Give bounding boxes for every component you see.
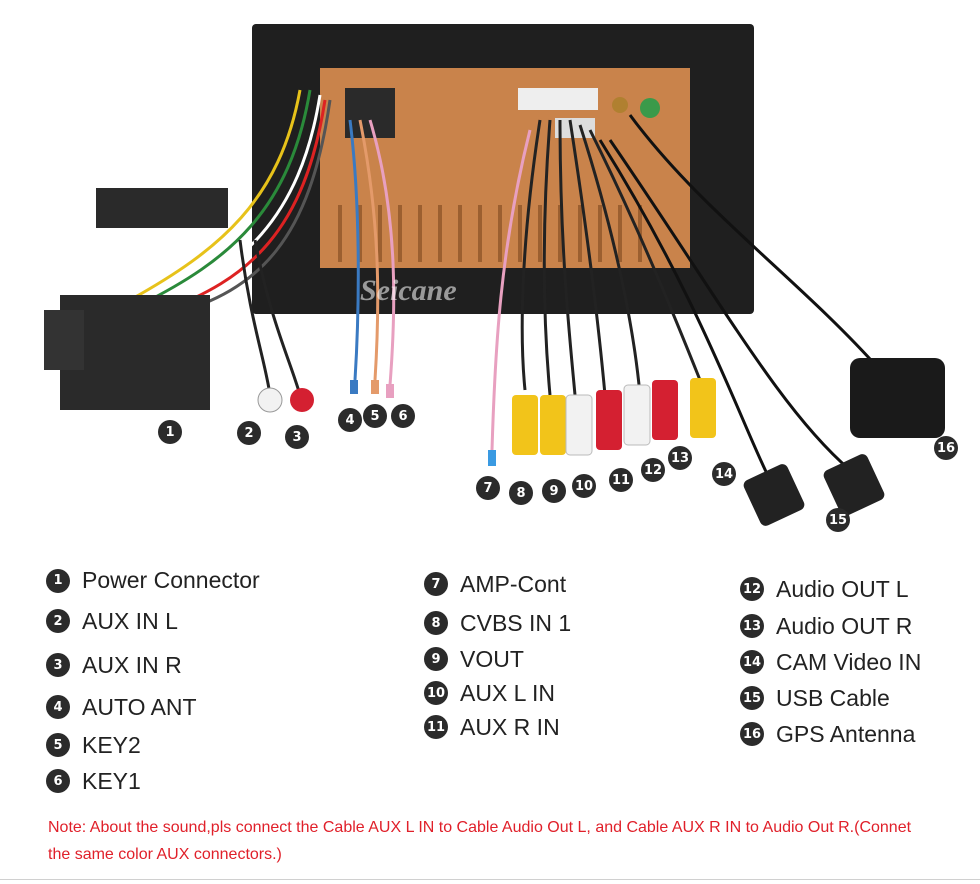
aux-in-l-plug bbox=[257, 387, 283, 413]
legend-item: 12 Audio OUT L bbox=[740, 570, 921, 608]
legend-label: Audio OUT L bbox=[776, 575, 909, 602]
auto-ant-plug bbox=[350, 380, 358, 394]
legend-item: 9 VOUT bbox=[424, 642, 571, 676]
legend-number: 3 bbox=[46, 653, 70, 677]
legend-number: 13 bbox=[740, 614, 764, 638]
legend-label: Power Connector bbox=[82, 567, 260, 593]
legend-label: AUTO ANT bbox=[82, 693, 197, 720]
legend-column-3: 12 Audio OUT L 13 Audio OUT R 14 CAM Vid… bbox=[740, 570, 921, 752]
legend-label: AUX R IN bbox=[460, 713, 560, 740]
power-connector-plug bbox=[44, 310, 84, 370]
key1-plug bbox=[386, 384, 394, 398]
marker-10: 10 bbox=[572, 474, 596, 498]
key2-plug bbox=[371, 380, 379, 394]
legend-number: 6 bbox=[46, 769, 70, 793]
legend-item: 5 KEY2 bbox=[46, 727, 260, 763]
legend-label: CAM Video IN bbox=[776, 648, 922, 675]
gps-port bbox=[612, 97, 628, 113]
legend-number: 11 bbox=[424, 715, 448, 739]
marker-1: 1 bbox=[158, 420, 182, 444]
aux-r-in-plug bbox=[596, 390, 622, 450]
bottom-divider bbox=[0, 879, 980, 880]
legend-number: 15 bbox=[740, 686, 764, 710]
marker-14: 14 bbox=[712, 462, 736, 486]
cam-video-in-plug bbox=[690, 378, 716, 438]
cvbs-in-plug bbox=[512, 395, 538, 455]
marker-6: 6 bbox=[391, 404, 415, 428]
legend-item: 4 AUTO ANT bbox=[46, 687, 260, 727]
legend-item: 3 AUX IN R bbox=[46, 643, 260, 687]
marker-15: 15 bbox=[826, 508, 850, 532]
legend-label: AUX IN R bbox=[82, 651, 182, 678]
marker-13: 13 bbox=[668, 446, 692, 470]
legend-label: AMP-Cont bbox=[460, 570, 567, 597]
marker-5: 5 bbox=[363, 404, 387, 428]
legend-column-1: 1 Power Connector 2 AUX IN L 3 AUX IN R … bbox=[46, 562, 260, 799]
legend-number: 5 bbox=[46, 733, 70, 757]
wiring-diagram: Seicane bbox=[44, 24, 945, 526]
legend-label: GPS Antenna bbox=[776, 720, 916, 747]
aux-l-in-plug bbox=[565, 394, 593, 456]
legend-item: 15 USB Cable bbox=[740, 680, 921, 716]
vout-plug bbox=[540, 395, 566, 455]
chassis-vents bbox=[338, 205, 642, 262]
legend-number: 9 bbox=[424, 647, 448, 671]
chassis-socket bbox=[518, 88, 598, 110]
legend-number: 10 bbox=[424, 681, 448, 705]
chassis-socket bbox=[555, 118, 595, 138]
legend-number: 8 bbox=[424, 611, 448, 635]
usb-plug bbox=[823, 454, 885, 516]
legend-item: 6 KEY1 bbox=[46, 763, 260, 799]
gps-antenna bbox=[850, 358, 945, 438]
legend-label: CVBS IN 1 bbox=[460, 609, 572, 636]
marker-8: 8 bbox=[509, 481, 533, 505]
legend-label: KEY2 bbox=[82, 731, 141, 758]
legend-number: 14 bbox=[740, 650, 764, 674]
legend-label: KEY1 bbox=[82, 767, 141, 794]
marker-12: 12 bbox=[641, 458, 665, 482]
audio-out-l-plug bbox=[623, 384, 651, 446]
legend-number: 1 bbox=[46, 568, 70, 593]
marker-3: 3 bbox=[285, 425, 309, 449]
legend-number: 2 bbox=[46, 609, 70, 633]
marker-7: 7 bbox=[476, 476, 500, 500]
canbus-box bbox=[96, 188, 228, 228]
usb-plug bbox=[743, 464, 805, 526]
audio-out-r-plug bbox=[652, 380, 678, 440]
marker-2: 2 bbox=[237, 421, 261, 445]
legend-item: 8 CVBS IN 1 bbox=[424, 604, 571, 642]
sound-connection-note: Note: About the sound,pls connect the Ca… bbox=[48, 819, 912, 863]
marker-16: 16 bbox=[934, 436, 958, 460]
aux-in-r-plug bbox=[290, 388, 314, 412]
legend-label: AUX IN L bbox=[82, 607, 178, 634]
legend-label: VOUT bbox=[460, 645, 524, 672]
legend-number: 7 bbox=[424, 572, 448, 596]
legend-label: Audio OUT R bbox=[776, 612, 913, 639]
legend-item: 11 AUX R IN bbox=[424, 710, 571, 744]
legend-item: 7 AMP-Cont bbox=[424, 564, 571, 604]
legend-label: AUX L IN bbox=[460, 679, 556, 706]
legend-item: 14 CAM Video IN bbox=[740, 644, 921, 680]
watermark: Seicane bbox=[360, 274, 457, 307]
legend-label: USB Cable bbox=[776, 684, 890, 711]
legend-number: 12 bbox=[740, 577, 764, 601]
marker-9: 9 bbox=[542, 479, 566, 503]
power-connector-plug bbox=[60, 295, 210, 410]
antenna-port bbox=[640, 98, 660, 118]
legend-number: 16 bbox=[740, 722, 764, 746]
legend-item: 1 Power Connector bbox=[46, 562, 260, 599]
legend-item: 16 GPS Antenna bbox=[740, 716, 921, 752]
legend-item: 10 AUX L IN bbox=[424, 676, 571, 710]
amp-cont-plug bbox=[488, 450, 496, 466]
legend-number: 4 bbox=[46, 695, 70, 719]
legend-item: 2 AUX IN L bbox=[46, 599, 260, 643]
legend-column-2: 7 AMP-Cont 8 CVBS IN 1 9 VOUT 10 AUX L I… bbox=[424, 564, 571, 744]
marker-4: 4 bbox=[338, 408, 362, 432]
chassis-socket bbox=[345, 88, 395, 138]
marker-11: 11 bbox=[609, 468, 633, 492]
legend-item: 13 Audio OUT R bbox=[740, 608, 921, 644]
